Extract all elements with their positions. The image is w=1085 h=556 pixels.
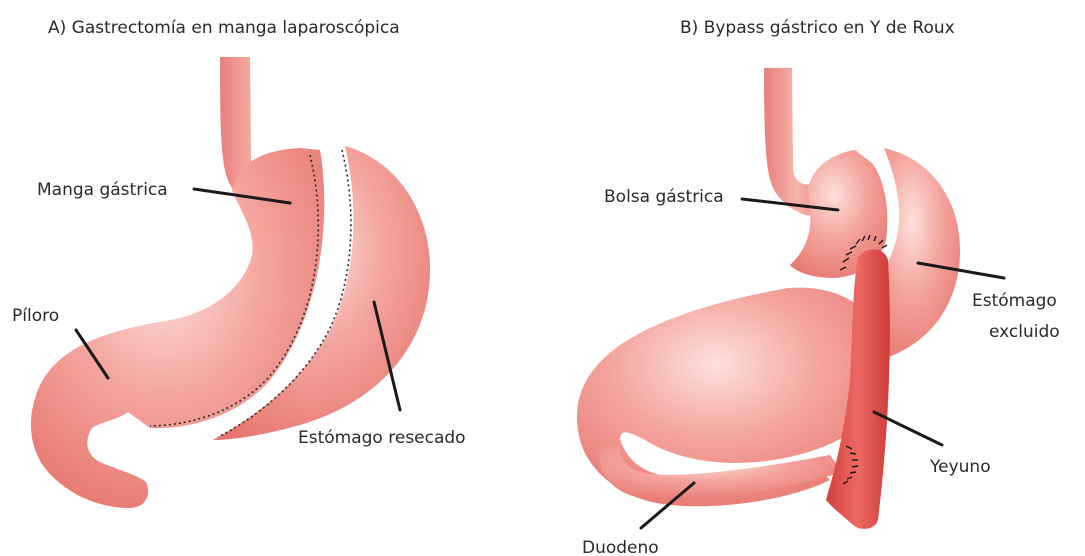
label-bolsa-gastrica: Bolsa gástrica: [604, 187, 724, 207]
label-duodeno: Duodeno: [582, 538, 659, 556]
label-estomago-resecado: Estómago resecado: [298, 428, 466, 448]
label-piloro: Píloro: [12, 306, 59, 326]
panel-a-title: A) Gastrectomía en manga laparoscópica: [48, 18, 400, 38]
label-yeyuno: Yeyuno: [929, 457, 991, 477]
label-manga-gastrica: Manga gástrica: [37, 180, 168, 200]
label-estomago-excluido-1: Estómago: [972, 291, 1057, 311]
label-estomago-excluido-2: excluido: [989, 322, 1060, 342]
panel-b: B) Bypass gástrico en Y de Roux: [577, 18, 1060, 556]
panel-b-title: B) Bypass gástrico en Y de Roux: [680, 18, 955, 38]
panel-a: A) Gastrectomía en manga laparoscópica M…: [12, 18, 466, 508]
